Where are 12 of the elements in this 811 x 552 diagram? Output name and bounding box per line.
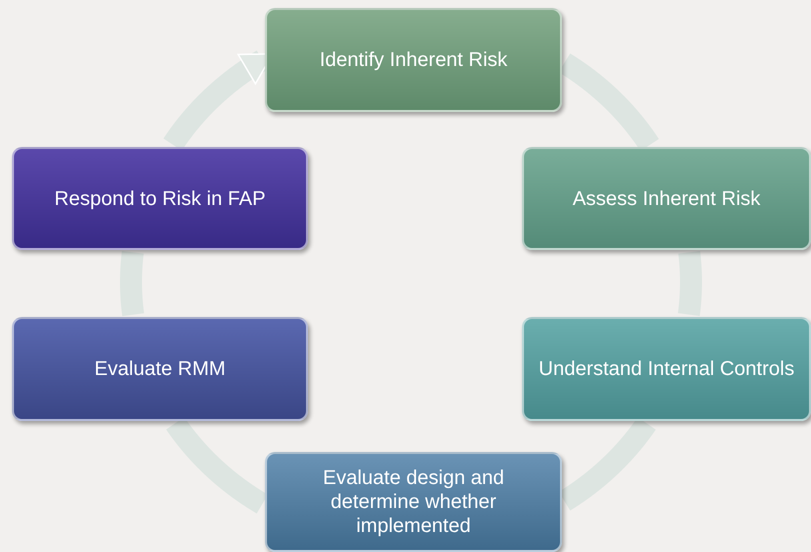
step-box <box>522 317 811 421</box>
step-label: Evaluate RMM <box>94 357 226 381</box>
step-box <box>265 452 562 552</box>
step-box <box>265 8 562 112</box>
step-label: Evaluate design and determine whether implemented <box>322 466 506 538</box>
step-label: Assess Inherent Risk <box>572 186 760 210</box>
step-label: Respond to Risk in FAP <box>54 186 266 210</box>
step-box <box>522 147 811 250</box>
step-box <box>12 317 308 421</box>
step-box <box>12 147 308 250</box>
step-label: Identify Inherent Risk <box>320 48 508 72</box>
step-label: Understand Internal Controls <box>538 357 794 381</box>
